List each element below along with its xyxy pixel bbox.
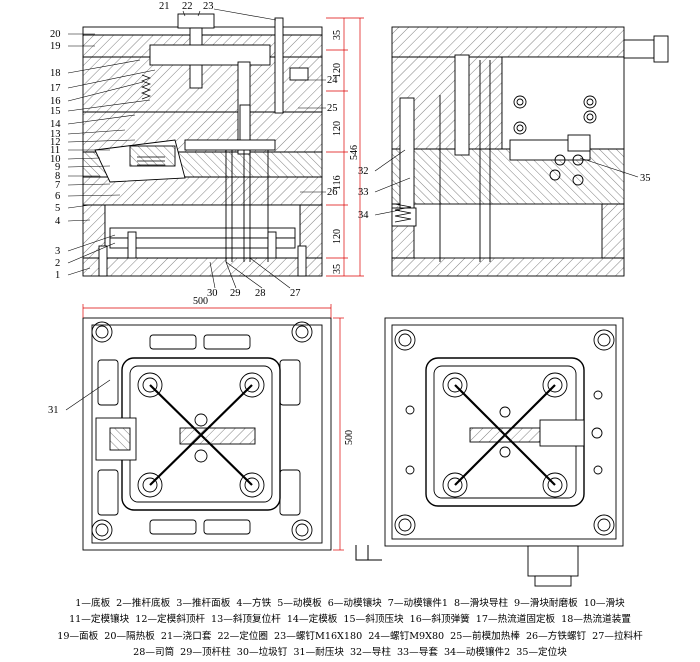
label-35: 35: [640, 173, 651, 184]
legend-item: 21—浇口套: [160, 630, 212, 642]
legend-item: 11—定模镶块: [69, 614, 130, 626]
left-plan-view: [65, 317, 332, 551]
legend-item: 13—斜顶复位杆: [211, 614, 281, 626]
label-14: 14: [50, 119, 61, 130]
legend-item: 7—动模镶件1: [387, 598, 448, 609]
right-plan-view: [384, 317, 624, 587]
label-20: 20: [50, 29, 61, 40]
label-4: 4: [55, 216, 61, 227]
label-9: 9: [55, 162, 60, 173]
legend-item: 34—动模镶件2: [443, 646, 511, 658]
legend-item: 15—斜顶压块: [343, 614, 404, 626]
label-5: 5: [55, 203, 60, 214]
label-16: 16: [50, 96, 61, 107]
legend-item: 1—底板: [75, 598, 111, 609]
label-25: 25: [327, 103, 338, 114]
legend-item: 9—滑块耐磨板: [514, 598, 578, 609]
label-27: 27: [290, 288, 301, 299]
legend-item: 3—推杆面板: [176, 598, 231, 609]
label-3: 3: [55, 246, 60, 257]
legend-item: 35—定位块: [516, 646, 567, 658]
legend-item: 12—定模斜顶杆: [135, 614, 206, 626]
dim-120-a: 120: [332, 63, 343, 78]
label-18: 18: [50, 68, 61, 79]
label-1: 1: [55, 270, 60, 281]
legend-item: 19—面板: [57, 630, 99, 642]
label-6: 6: [55, 191, 60, 202]
dim-35-top: 35: [332, 30, 343, 40]
left-leader-lines: [67, 8, 326, 289]
legend-item: 31—耐压块: [293, 646, 344, 658]
legend-item: 29—顶杆柱: [180, 646, 231, 658]
vertical-dimension-chain: [326, 17, 364, 277]
legend-item: 8—滑块导柱: [453, 598, 509, 609]
legend-item: 18—热流道装置: [561, 614, 631, 626]
label-8: 8: [55, 171, 60, 182]
legend-row-1: 1—底板 2—推杆底板 3—推杆面板 4—方铁 5—动模板 6—动模镶块 7—动…: [0, 596, 700, 612]
legend-item: 22—定位圈: [217, 630, 269, 642]
legend-item: 2—推杆底板: [116, 598, 171, 609]
label-11: 11: [50, 145, 60, 156]
legend-item: 16—斜顶弹簧: [409, 614, 470, 626]
corner-mark-right: [367, 545, 382, 561]
legend-item: 17—热流道固定板: [475, 614, 556, 626]
parts-legend: 1—底板 2—推杆底板 3—推杆面板 4—方铁 5—动模板 6—动模镶块 7—动…: [0, 596, 700, 661]
legend-item: 33—导套: [396, 646, 438, 658]
label-28: 28: [255, 288, 266, 299]
legend-item: 6—动模镶块: [327, 598, 382, 609]
legend-item: 23—螺钉M16X180: [274, 630, 363, 642]
legend-item: 27—拉料杆: [592, 630, 643, 642]
label-22: 22: [182, 1, 193, 12]
legend-row-3: 19—面板 20—隔热板 21—浇口套 22—定位圈 23—螺钉M16X180 …: [0, 629, 700, 645]
right-leader-lines: [374, 149, 639, 216]
label-30: 30: [207, 288, 218, 299]
label-21: 21: [159, 1, 170, 12]
label-23: 23: [203, 1, 214, 12]
label-34: 34: [358, 210, 369, 221]
label-26: 26: [327, 187, 338, 198]
label-2: 2: [55, 258, 60, 269]
left-section-view: [82, 13, 323, 277]
dim-120-c: 120: [332, 229, 343, 244]
right-part-labels: 32 33 34 35: [358, 166, 651, 221]
label-15: 15: [50, 106, 61, 117]
legend-item: 30—垃圾钉: [236, 646, 288, 658]
legend-item: 5—动模板: [277, 598, 322, 609]
label-10: 10: [50, 154, 61, 165]
label-33: 33: [358, 187, 369, 198]
dim-546: 546: [349, 145, 360, 160]
label-17: 17: [50, 83, 61, 94]
plan-width-dimension: [82, 304, 344, 551]
legend-item: 10—滑块: [583, 598, 625, 609]
right-section-view: [391, 26, 669, 277]
label-31: 31: [48, 405, 59, 416]
legend-item: 25—前模加热棒: [450, 630, 520, 642]
vertical-dimension-values: 35 120 120 116 120 35 546: [332, 30, 360, 274]
legend-item: 26—方铁螺钉: [525, 630, 587, 642]
label-13: 13: [50, 129, 61, 140]
dim-116: 116: [332, 175, 343, 190]
mold-assembly-drawing: 21 22 23 20 19 18 17 16 15 14 13 12 11 1…: [48, 1, 669, 587]
legend-item: 4—方铁: [236, 598, 272, 609]
dim-120-b: 120: [332, 121, 343, 136]
legend-item: 14—定模板: [286, 614, 338, 626]
label-7: 7: [55, 180, 60, 191]
label-32: 32: [358, 166, 369, 177]
dim-35-bottom: 35: [332, 264, 343, 274]
label-29: 29: [230, 288, 241, 299]
legend-row-2: 11—定模镶块 12—定模斜顶杆 13—斜顶复位杆 14—定模板 15—斜顶压块…: [0, 612, 700, 628]
legend-item: 28—司筒: [133, 646, 175, 658]
left-part-labels: 21 22 23 20 19 18 17 16 15 14 13 12 11 1…: [50, 1, 338, 299]
legend-row-4: 28—司筒 29—顶杆柱 30—垃圾钉 31—耐压块 32—导柱 33—导套 3…: [0, 645, 700, 661]
dim-plan-width: 500: [193, 296, 208, 307]
legend-item: 24—螺钉M9X80: [368, 630, 445, 642]
legend-item: 20—隔热板: [104, 630, 155, 642]
label-12: 12: [50, 137, 61, 148]
label-19: 19: [50, 41, 61, 52]
legend-item: 32—导柱: [349, 646, 391, 658]
label-24: 24: [327, 75, 338, 86]
corner-mark-left: [355, 545, 370, 561]
dim-plan-height: 500: [344, 430, 355, 445]
